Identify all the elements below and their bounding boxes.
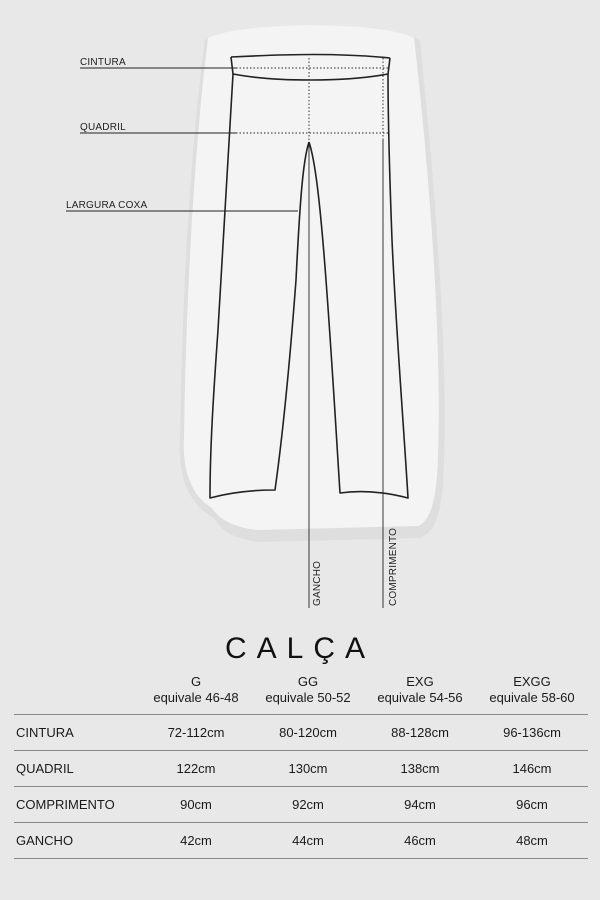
table-cell: 46cm	[364, 822, 476, 859]
size-name: GG	[297, 674, 319, 689]
silhouette	[183, 25, 439, 531]
rise-label: GANCHO	[312, 561, 323, 606]
page-title: CALÇA	[224, 632, 376, 665]
table-cell: 44cm	[252, 822, 364, 859]
size-equivalence: equivale 50-52	[265, 690, 351, 705]
table-cell: 92cm	[252, 786, 364, 823]
hip-label: QUADRIL	[80, 122, 126, 133]
waist-label: CINTURA	[80, 57, 126, 68]
right-leg-outline	[308, 57, 409, 499]
pants-outline	[209, 53, 409, 499]
table-cell: 48cm	[476, 822, 588, 859]
waistband-bottom	[232, 73, 389, 81]
table-cell: 90cm	[140, 786, 252, 823]
table-cell: 80-120cm	[252, 714, 364, 751]
table-cell: 96cm	[476, 786, 588, 823]
table-row: COMPRIMENTO 90cm 92cm 94cm 96cm	[14, 786, 588, 823]
table-cell: 94cm	[364, 786, 476, 823]
size-equivalence: equivale 46-48	[153, 690, 239, 705]
row-label: GANCHO	[14, 822, 140, 859]
row-label: QUADRIL	[14, 750, 140, 787]
table-cell: 138cm	[364, 750, 476, 787]
size-name: EXG	[406, 674, 434, 689]
table-cell: 146cm	[476, 750, 588, 787]
size-name: EXGG	[513, 674, 551, 689]
size-equivalence: equivale 54-56	[377, 690, 463, 705]
row-label: CINTURA	[14, 714, 140, 751]
measurement-lines	[66, 58, 388, 608]
table-row: QUADRIL 122cm 130cm 138cm 146cm	[14, 750, 588, 787]
pants-measurement-diagram: CINTURA QUADRIL LARGURA COXA GANCHO COMP…	[66, 25, 439, 608]
length-label: COMPRIMENTO	[388, 528, 399, 606]
left-leg-outline	[209, 56, 310, 499]
header-blank-cell	[14, 674, 140, 715]
waistband-top	[230, 53, 391, 59]
table-row: CINTURA 72-112cm 80-120cm 88-128cm 96-13…	[14, 714, 588, 751]
table-cell: 72-112cm	[140, 714, 252, 751]
table-cell: 122cm	[140, 750, 252, 787]
table-cell: 42cm	[140, 822, 252, 859]
table-row: GANCHO 42cm 44cm 46cm 48cm	[14, 822, 588, 859]
table-cell: 96-136cm	[476, 714, 588, 751]
table-cell: 88-128cm	[364, 714, 476, 751]
table-cell: 130cm	[252, 750, 364, 787]
size-name: G	[190, 674, 202, 689]
size-equivalence: equivale 58-60	[489, 690, 575, 705]
row-label: COMPRIMENTO	[14, 786, 140, 823]
thigh-label: LARGURA COXA	[66, 200, 147, 211]
